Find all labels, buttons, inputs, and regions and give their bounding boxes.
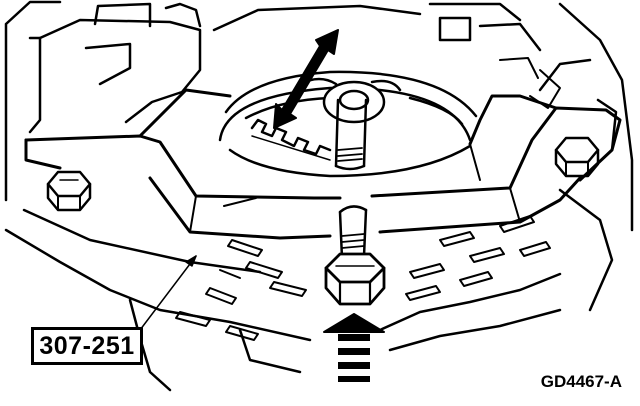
right-hex-bolt bbox=[554, 136, 600, 178]
black-pointer-arrow bbox=[273, 29, 339, 129]
compressor-bridge bbox=[24, 88, 622, 240]
force-direction-arrow bbox=[323, 313, 385, 382]
piston-rod bbox=[334, 98, 368, 171]
tool-number-label: 307-251 bbox=[39, 331, 135, 360]
tool-number-callout: 307-251 bbox=[31, 327, 143, 365]
forcing-screw bbox=[324, 205, 386, 306]
transmission-case bbox=[4, 0, 634, 392]
servo-bore bbox=[218, 70, 478, 178]
case-slots bbox=[175, 57, 561, 341]
callout-leader bbox=[139, 255, 197, 331]
figure-id-label: GD4467-A bbox=[540, 372, 622, 391]
left-hex-bolt bbox=[46, 170, 92, 212]
